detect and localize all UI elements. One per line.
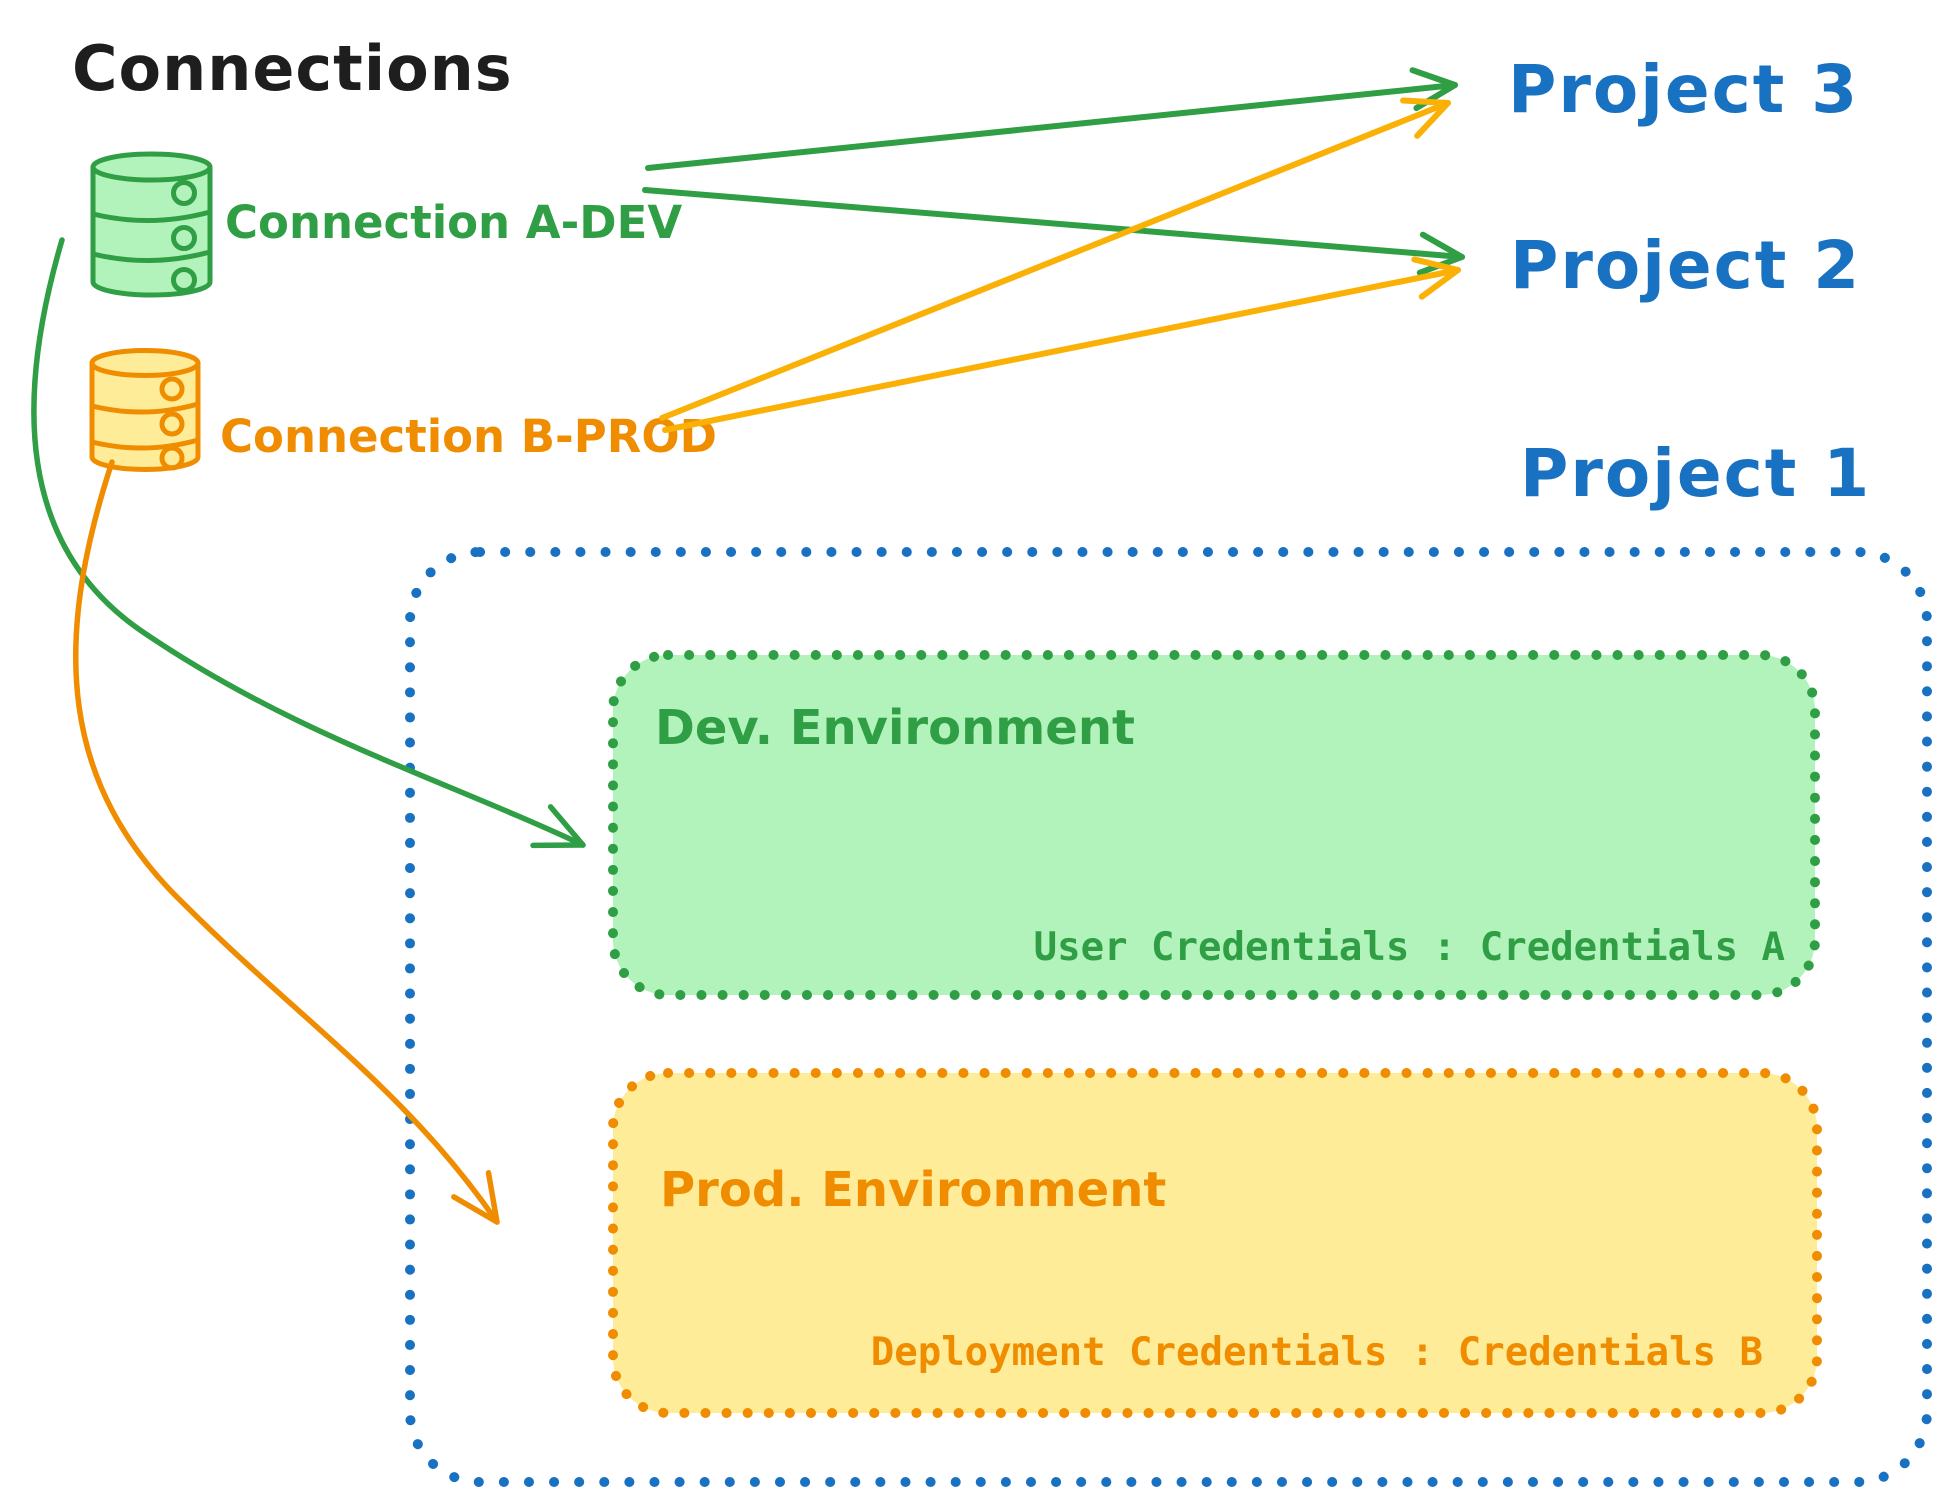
- project-1-label: Project 1: [1520, 435, 1871, 512]
- b-prod-database-icon: [89, 348, 201, 472]
- arrow-a-dev-to-dev-environment: [31, 237, 586, 849]
- project-1-boundary: [405, 547, 1932, 1487]
- a-dev-database-icon: [90, 151, 213, 298]
- dev-environment-box: Dev. Environment User Credentials : Cred…: [608, 650, 1820, 1000]
- arrow-a-dev-to-project-2: [642, 187, 1465, 276]
- prod-environment-label: Prod. Environment: [660, 1162, 1166, 1218]
- arrow-b-prod-to-project-2: [662, 256, 1461, 433]
- arrow-b-prod-to-project-3: [659, 97, 1451, 421]
- a-dev-label: Connection A-DEV: [225, 196, 682, 249]
- page-title: Connections: [72, 32, 513, 105]
- dev-environment-label: Dev. Environment: [655, 700, 1135, 756]
- prod-environment-box: Prod. Environment Deployment Credentials…: [608, 1068, 1822, 1418]
- arrow-b-prod-to-prod-environment: [72, 459, 500, 1225]
- dev-environment-credentials: User Credentials : Credentials A: [1034, 925, 1785, 970]
- arrow-a-dev-to-project-3: [645, 67, 1458, 171]
- prod-environment-credentials: Deployment Credentials : Credentials B: [871, 1330, 1763, 1375]
- b-prod-label: Connection B-PROD: [220, 410, 717, 463]
- project-2-label: Project 2: [1510, 227, 1861, 304]
- project-3-label: Project 3: [1508, 51, 1859, 128]
